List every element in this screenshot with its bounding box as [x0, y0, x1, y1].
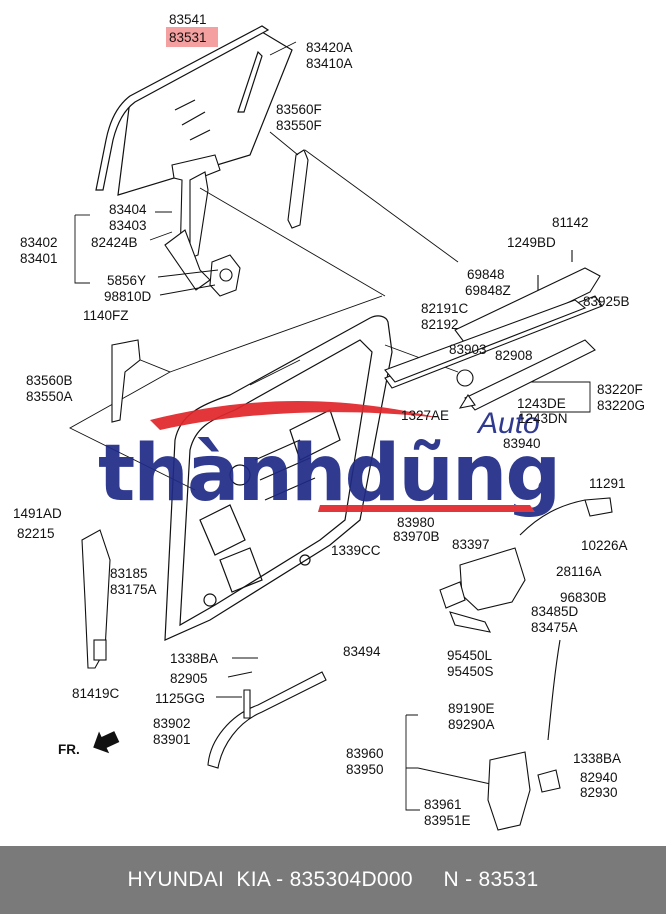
label-83485D: 83485D	[531, 604, 579, 619]
label-83950: 83950	[346, 762, 384, 777]
label-83960: 83960	[346, 746, 384, 761]
label-83550F: 83550F	[276, 118, 322, 133]
watermark-logo: thànhdũng Auto ®	[98, 400, 561, 519]
label-1243DE: 1243DE	[517, 396, 566, 411]
label-83531: 83531	[169, 30, 207, 45]
watermark-auto-text: Auto	[476, 407, 540, 440]
label-83420A: 83420A	[306, 40, 353, 55]
label-83175A: 83175A	[110, 582, 157, 597]
label-83494: 83494	[343, 644, 381, 659]
label-5856Y: 5856Y	[107, 273, 146, 288]
label-28116A: 28116A	[556, 564, 602, 579]
label-1243DN: 1243DN	[518, 411, 568, 426]
left-trim-drawing	[81, 529, 111, 669]
label-83397: 83397	[452, 537, 490, 552]
label-83410A: 83410A	[306, 56, 353, 71]
label-83541: 83541	[169, 12, 207, 27]
label-83902: 83902	[153, 716, 191, 731]
label-83475A: 83475A	[531, 620, 578, 635]
front-direction-arrow	[93, 731, 120, 754]
label-1125GG: 1125GG	[155, 691, 205, 706]
label-fr: FR.	[58, 742, 80, 757]
label-1338BA-a: 1338BA	[170, 651, 218, 666]
label-11291: 11291	[589, 476, 626, 491]
label-1249BD: 1249BD	[507, 235, 556, 250]
latch-drawing	[439, 497, 613, 633]
lower-rail-drawing	[458, 339, 596, 411]
label-83980: 83980	[397, 515, 435, 530]
window-regulator-drawing	[164, 154, 241, 297]
watermark-registered-mark: ®	[538, 475, 554, 500]
label-83185: 83185	[110, 566, 148, 581]
label-82191C: 82191C	[421, 301, 469, 316]
label-69848: 69848	[467, 267, 505, 282]
label-89190E: 89190E	[448, 701, 495, 716]
label-82424B: 82424B	[91, 235, 138, 250]
rear-channel-drawing	[287, 149, 309, 229]
label-83560B: 83560B	[26, 373, 73, 388]
label-82940: 82940	[580, 770, 618, 785]
label-83951E: 83951E	[424, 813, 471, 828]
label-83404: 83404	[109, 202, 147, 217]
label-83403: 83403	[109, 218, 147, 233]
label-83220G: 83220G	[597, 398, 645, 413]
label-83560F: 83560F	[276, 102, 322, 117]
label-1339CC: 1339CC	[331, 543, 381, 558]
label-83401: 83401	[20, 251, 58, 266]
label-82930: 82930	[580, 785, 618, 800]
label-81142: 81142	[552, 215, 589, 230]
label-82905: 82905	[170, 671, 208, 686]
label-83402: 83402	[20, 235, 58, 250]
label-1327AE: 1327AE	[401, 408, 449, 423]
door-glass-drawing	[95, 25, 293, 196]
watermark-swoosh	[150, 400, 440, 430]
label-83925B: 83925B	[583, 294, 630, 309]
label-98810D: 98810D	[104, 289, 152, 304]
watermark-brand-text: thànhdũng	[98, 429, 559, 519]
label-83550A: 83550A	[26, 389, 73, 404]
label-10226A: 10226A	[581, 538, 628, 553]
label-96830B: 96830B	[560, 590, 607, 605]
rear-lock-drawing	[487, 639, 561, 831]
left-channel-drawing	[111, 339, 141, 423]
label-83961: 83961	[424, 797, 462, 812]
label-83220F: 83220F	[597, 382, 643, 397]
label-82908: 82908	[495, 348, 533, 363]
label-82192: 82192	[421, 317, 459, 332]
highlight-box	[166, 27, 218, 47]
part-labels: 83541 83531 83420A 83410A 83560F 83550F …	[13, 12, 645, 828]
label-83903: 83903	[449, 342, 487, 357]
header-rail-drawing	[384, 250, 603, 389]
label-83970B: 83970B	[393, 529, 440, 544]
label-95450L: 95450L	[447, 648, 493, 663]
watermark-underline	[318, 505, 535, 512]
label-83940: 83940	[503, 436, 541, 451]
label-83901: 83901	[153, 732, 191, 747]
footer-text: HYUNDAI KIA - 835304D000 N - 83531	[127, 868, 539, 891]
label-69848Z: 69848Z	[465, 283, 511, 298]
label-82215: 82215	[17, 526, 55, 541]
label-1338BA-b: 1338BA	[573, 751, 621, 766]
label-81419C: 81419C	[72, 686, 120, 701]
label-95450S: 95450S	[447, 664, 494, 679]
label-1491AD: 1491AD	[13, 506, 62, 521]
label-1140FZ: 1140FZ	[83, 308, 129, 323]
label-89290A: 89290A	[448, 717, 495, 732]
lower-guide-drawing	[207, 671, 327, 769]
part-number-footer: HYUNDAI KIA - 835304D000 N - 83531	[0, 846, 666, 914]
